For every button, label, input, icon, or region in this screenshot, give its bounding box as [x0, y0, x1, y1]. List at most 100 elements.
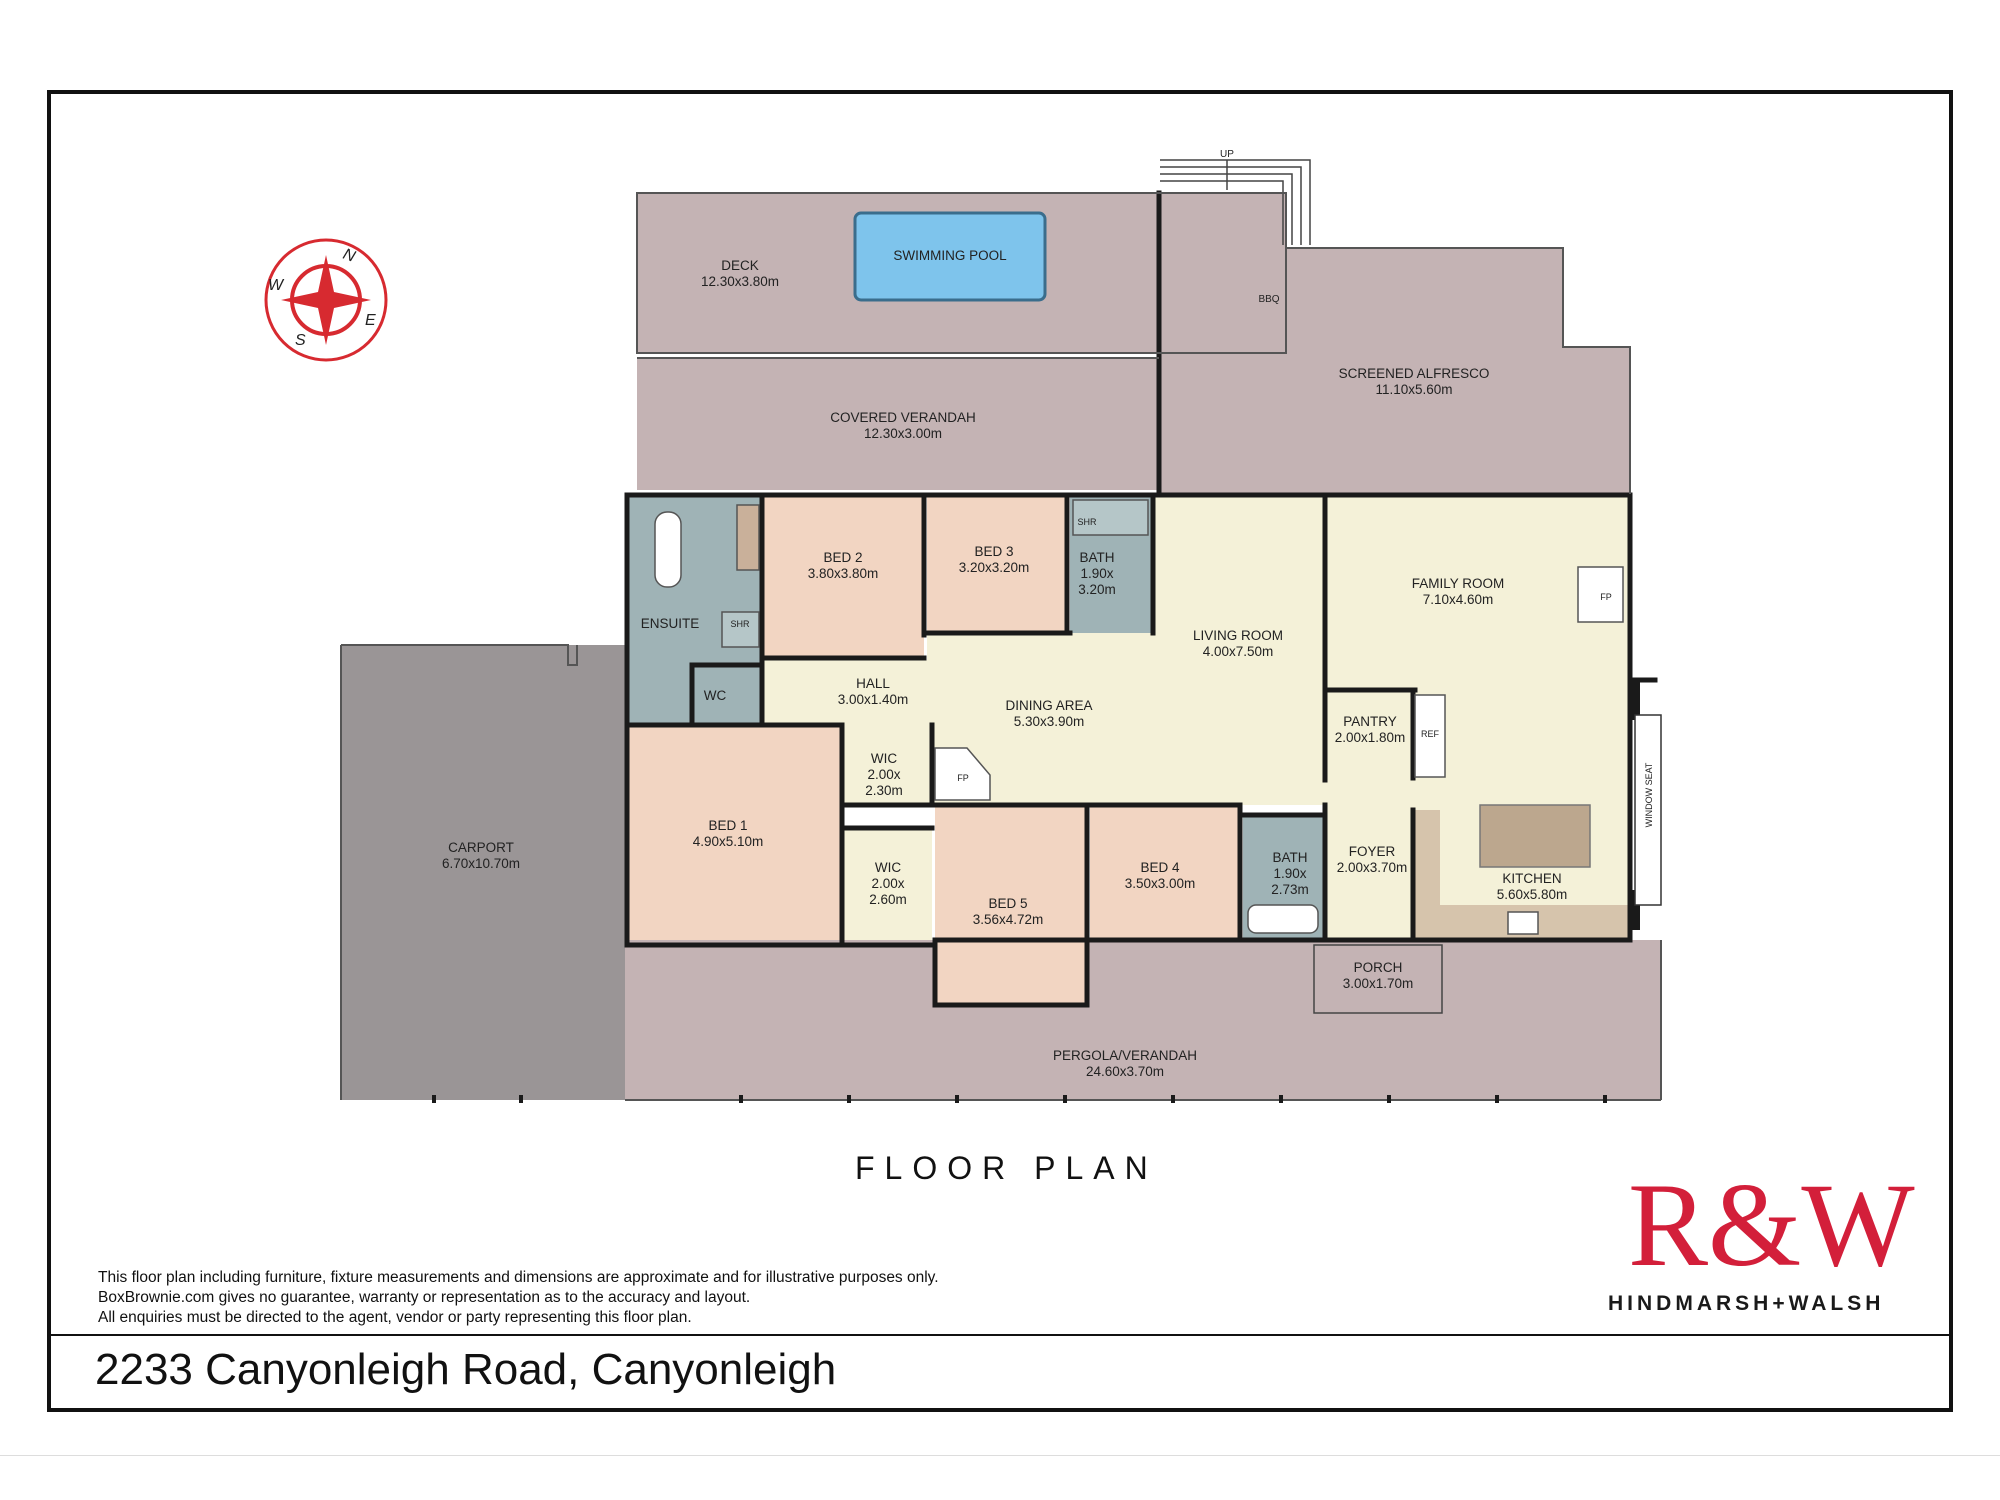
- address-divider: [47, 1334, 1953, 1336]
- bed2-dims: 3.80x3.80m: [808, 566, 879, 581]
- bath1-shower: [1072, 499, 1149, 536]
- pantry-name: PANTRY: [1343, 714, 1397, 729]
- porch-dims: 3.00x1.70m: [1343, 976, 1414, 991]
- deck-dims: 12.30x3.80m: [701, 274, 779, 289]
- posts: [432, 680, 1640, 1103]
- alfresco-extension: [1286, 248, 1563, 494]
- pergola-dims: 24.60x3.70m: [1086, 1064, 1164, 1079]
- pergola-name: PERGOLA/VERANDAH: [1053, 1048, 1197, 1063]
- bath1-d1: 1.90x: [1080, 566, 1113, 581]
- verandah-dims: 12.30x3.00m: [864, 426, 942, 441]
- up-label: UP: [1220, 149, 1234, 160]
- outdoor-edges: [340, 192, 1662, 1101]
- verandah-name: COVERED VERANDAH: [830, 410, 976, 425]
- kitchen-dims: 5.60x5.80m: [1497, 887, 1568, 902]
- bed2-room: [762, 495, 924, 660]
- ensuite-shower: [721, 611, 760, 648]
- family-dims: 7.10x4.60m: [1423, 592, 1494, 607]
- hall-dims: 3.00x1.40m: [838, 692, 909, 707]
- kitchen-sink: [1507, 911, 1539, 935]
- covered-verandah: [637, 358, 1159, 490]
- bed4-room: [1090, 805, 1240, 938]
- alfresco-dims: 11.10x5.60m: [1375, 382, 1452, 397]
- logo-mark: R&W: [1628, 1158, 1915, 1291]
- pantry-dims: 2.00x1.80m: [1335, 730, 1406, 745]
- compass-e: E: [365, 312, 376, 329]
- kitchen-island: [1479, 804, 1591, 868]
- logo-subtitle: HINDMARSH+WALSH: [1608, 1292, 1885, 1315]
- pantry-room: [1325, 690, 1415, 778]
- disclaimer: This floor plan including furniture, fix…: [98, 1268, 939, 1328]
- disclaimer-line: This floor plan including furniture, fix…: [98, 1269, 939, 1286]
- bed3-name: BED 3: [974, 544, 1013, 559]
- compass-icon: N E S W: [264, 238, 388, 362]
- disclaimer-line: BoxBrownie.com gives no guarantee, warra…: [98, 1289, 751, 1306]
- fridge-space: [1414, 694, 1446, 778]
- wic1-name: WIC: [871, 751, 897, 766]
- bath2-name: BATH: [1272, 850, 1307, 865]
- foyer-area: [1325, 785, 1413, 938]
- bed1-dims: 4.90x5.10m: [693, 834, 764, 849]
- bath1-shr: SHR: [1077, 517, 1097, 527]
- bed1-name: BED 1: [708, 818, 747, 833]
- fixtures: [654, 499, 1624, 935]
- wic2-name: WIC: [875, 860, 901, 875]
- porch-name: PORCH: [1354, 960, 1403, 975]
- kitchen-name: KITCHEN: [1502, 871, 1561, 886]
- bottom-rule: [0, 1455, 2000, 1456]
- hall-name: HALL: [856, 676, 890, 691]
- plan-title: FLOOR PLAN: [855, 1150, 1158, 1186]
- family-fp: FP: [1600, 592, 1612, 602]
- bath1-d2: 3.20m: [1078, 582, 1116, 597]
- bed5-dims: 3.56x4.72m: [973, 912, 1044, 927]
- living-dims: 4.00x7.50m: [1203, 644, 1274, 659]
- windowseat-name: WINDOW SEAT: [1644, 762, 1654, 827]
- bed4-dims: 3.50x3.00m: [1125, 876, 1196, 891]
- pergola-verandah: [625, 940, 1661, 1100]
- alfresco-name: SCREENED ALFRESCO: [1339, 366, 1490, 381]
- dining-area: [927, 633, 1325, 805]
- compass-s: S: [295, 332, 306, 349]
- deck-name: DECK: [721, 258, 759, 273]
- bath1-name: BATH: [1079, 550, 1114, 565]
- bed2-name: BED 2: [823, 550, 862, 565]
- ensuite-bath-tub: [654, 511, 682, 588]
- carport-dims: 6.70x10.70m: [442, 856, 520, 871]
- wc-name: WC: [704, 688, 727, 703]
- steps: [1160, 159, 1311, 245]
- family-fireplace: [1577, 566, 1624, 623]
- bed5-name: BED 5: [988, 896, 1027, 911]
- compass-n: N: [341, 246, 358, 266]
- bbq-name: BBQ: [1258, 294, 1279, 305]
- carport-area: [341, 645, 625, 1100]
- ensuite-name: ENSUITE: [641, 616, 700, 631]
- room-labels: DECK 12.30x3.80m SWIMMING POOL BBQ UP SC…: [442, 149, 1654, 1079]
- property-address: 2233 Canyonleigh Road, Canyonleigh: [95, 1345, 837, 1394]
- porch-area: [1313, 944, 1443, 1014]
- bath2-tub: [1247, 904, 1319, 934]
- dining-dims: 5.30x3.90m: [1014, 714, 1085, 729]
- family-name: FAMILY ROOM: [1412, 576, 1505, 591]
- page-frame: [47, 90, 1953, 1412]
- pantry-ref: REF: [1421, 729, 1440, 739]
- living-name: LIVING ROOM: [1193, 628, 1283, 643]
- foyer-name: FOYER: [1349, 844, 1396, 859]
- swimming-pool: [853, 211, 1047, 302]
- bed3-room: [927, 495, 1067, 633]
- carport-name: CARPORT: [448, 840, 514, 855]
- foyer-dims: 2.00x3.70m: [1337, 860, 1408, 875]
- disclaimer-line: All enquiries must be directed to the ag…: [98, 1309, 692, 1326]
- wic2-room: [842, 828, 932, 940]
- wic1-d2: 2.30m: [865, 783, 903, 798]
- bed3-dims: 3.20x3.20m: [959, 560, 1030, 575]
- alfresco-right-wing: [1558, 347, 1630, 494]
- brand-logo: R&W HINDMARSH+WALSH: [1600, 1165, 1940, 1325]
- wic1-room: [842, 725, 932, 805]
- dining-fp: FP: [957, 773, 969, 783]
- bath2-d2: 2.73m: [1271, 882, 1309, 897]
- dining-fireplace: [934, 747, 991, 801]
- bed4-name: BED 4: [1140, 860, 1180, 875]
- bath2-d1: 1.90x: [1273, 866, 1306, 881]
- wc-room: [692, 665, 762, 725]
